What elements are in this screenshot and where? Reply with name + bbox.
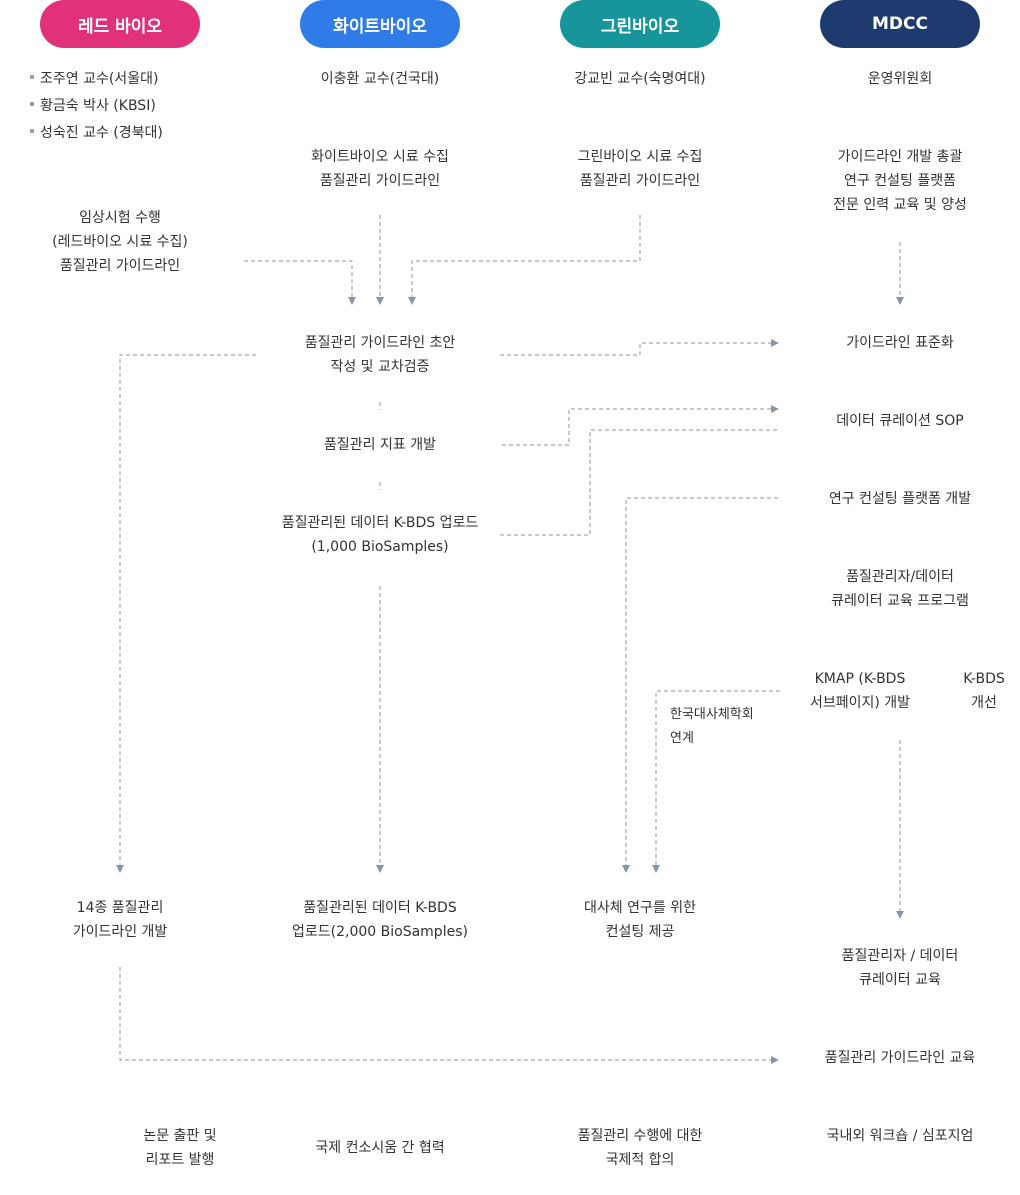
mdcc-platform: 연구 컨설팅 플랫폼 개발 — [828, 491, 972, 507]
bullet-icon — [30, 102, 34, 106]
mdcc-standardize: 가이드라인 표준화 — [846, 335, 954, 351]
mdcc-curation-sop: 데이터 큐레이션 SOP — [836, 413, 964, 429]
white-indicator: 품질관리 지표 개발 — [324, 437, 436, 453]
connector-draft-to-standardize — [500, 339, 779, 356]
white-upload-1000: 품질관리된 데이터 K-BDS 업로드(1,000 BioSamples) — [281, 515, 479, 555]
header-white-bio: 화이트바이오 — [300, 0, 460, 48]
header-mdcc: MDCC — [820, 0, 980, 48]
connector-clinical-to-draft — [244, 260, 356, 305]
red-member-2: 황금숙 박사 (KBSI) — [30, 94, 156, 118]
bullet-icon — [30, 75, 34, 79]
bullet-icon — [30, 129, 34, 133]
red-member-3: 성숙진 교수 (경북대) — [30, 121, 163, 145]
connector-guideline14-to-edu — [119, 967, 779, 1064]
mdcc-workshop: 국내외 워크숍 / 심포지엄 — [826, 1128, 974, 1144]
red-member-1: 조주연 교수(서울대) — [30, 67, 158, 91]
green-member: 강교빈 교수(숙명여대) — [574, 71, 706, 87]
connector-upload-to-sop-link — [500, 429, 778, 536]
connector-indicator-to-sop — [502, 405, 779, 446]
header-red-bio: 레드 바이오 — [40, 0, 200, 48]
mdcc-committee: 운영위원회 — [867, 71, 933, 87]
header-green-bio: 그린바이오 — [560, 0, 720, 48]
white-consortium: 국제 컨소시움 간 협력 — [315, 1140, 445, 1156]
connector-draft-to-guideline14 — [116, 354, 256, 873]
mdcc-guideline-education: 품질관리 가이드라인 교육 — [824, 1050, 976, 1066]
connector-green-collect-to-draft — [408, 215, 641, 305]
connector-platform-to-consulting — [622, 497, 778, 873]
red-clinical-trial: 임상시험 수행(레드바이오 시료 수집)품질관리 가이드라인 — [52, 210, 188, 274]
white-member: 이충환 교수(건국대) — [320, 71, 440, 87]
